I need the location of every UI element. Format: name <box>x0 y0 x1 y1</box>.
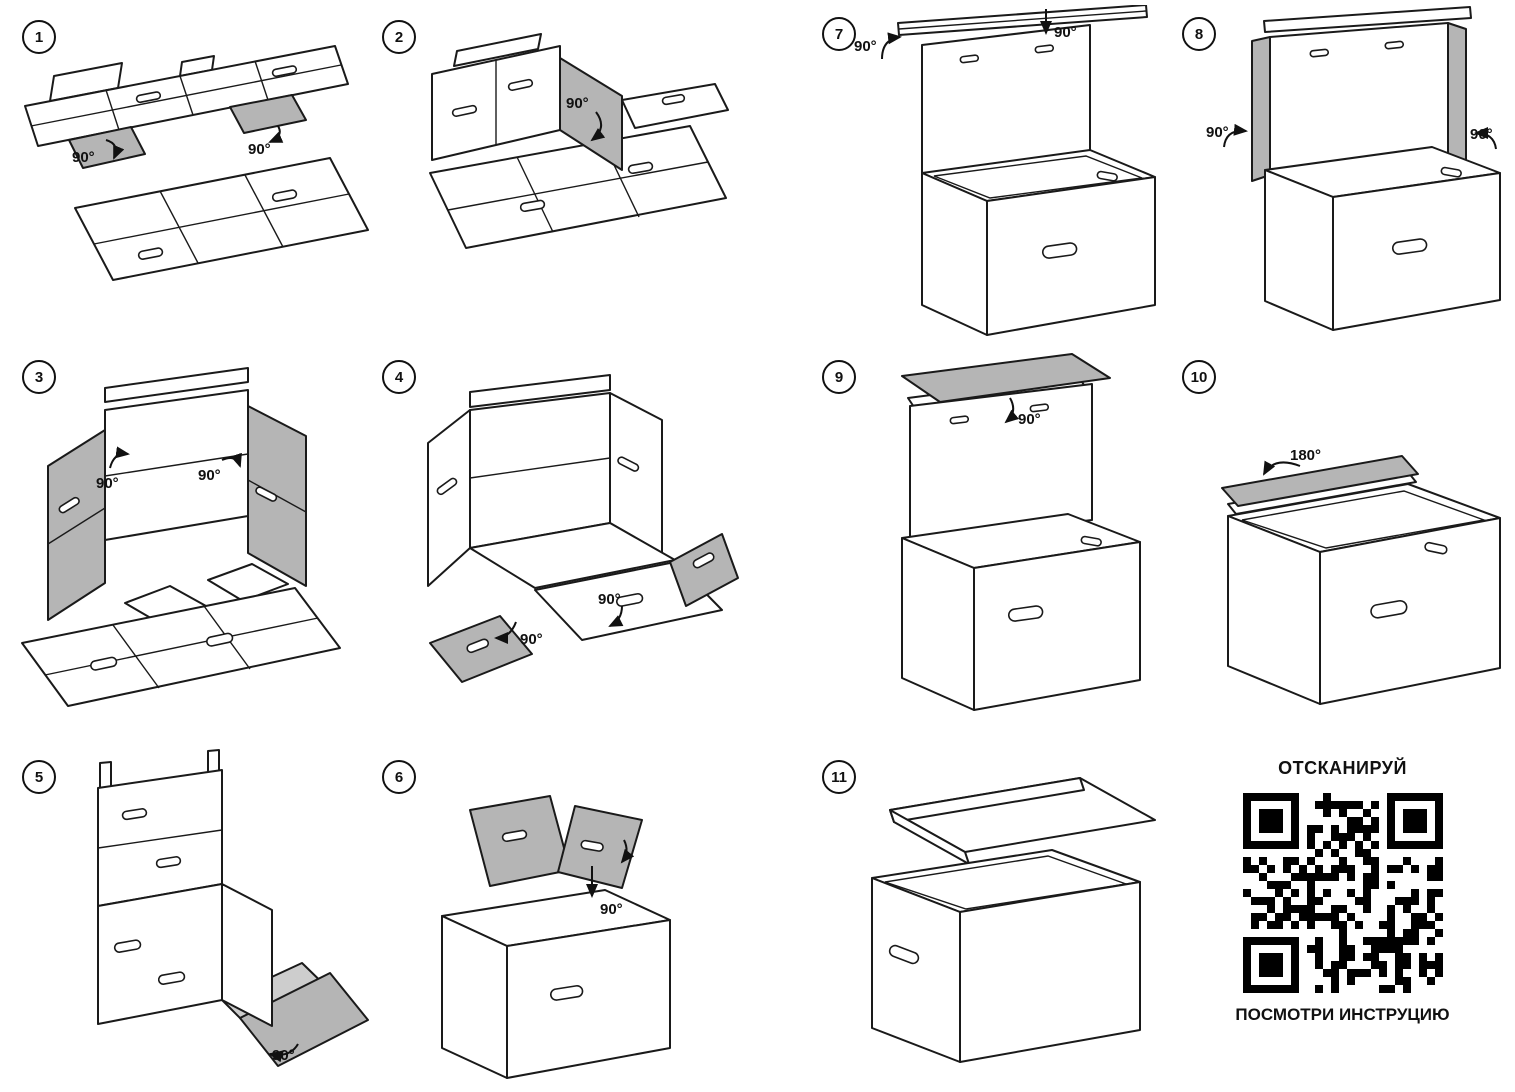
step-4-illustration: 90° 90° <box>427 374 739 683</box>
qr-section: ОТСКАНИРУЙ ПОСМОТРИ ИНСТРУЦИЮ <box>1170 758 1515 1088</box>
step-6: 6 90° <box>370 748 740 1088</box>
step-4: 4 90° 90° <box>370 348 740 740</box>
step-10: 10 180° <box>1170 348 1515 740</box>
step-number-badge: 11 <box>822 760 856 794</box>
angle-label: 90° <box>1470 126 1493 143</box>
step-number: 9 <box>834 368 844 386</box>
step-number-badge: 5 <box>22 760 56 794</box>
step-2-illustration: 90° <box>429 33 729 249</box>
step-number: 6 <box>394 768 404 786</box>
angle-label: 90° <box>854 38 877 55</box>
step-5-illustration: 90° <box>97 749 369 1067</box>
step-number-badge: 7 <box>822 17 856 51</box>
step-9: 9 90° <box>810 348 1170 740</box>
angle-label: 90° <box>1054 24 1077 41</box>
step-number-badge: 8 <box>1182 17 1216 51</box>
angle-label: 180° <box>1290 447 1321 464</box>
step-11: 11 <box>810 748 1170 1088</box>
step-number: 1 <box>34 28 44 46</box>
step-number-badge: 9 <box>822 360 856 394</box>
angle-label: 90° <box>520 631 543 648</box>
qr-caption: ПОСМОТРИ ИНСТРУЦИЮ <box>1235 1005 1450 1024</box>
step-number-badge: 1 <box>22 20 56 54</box>
step-7-illustration: 90° 90° <box>854 5 1156 336</box>
step-number: 3 <box>34 368 44 386</box>
qr-title: ОТСКАНИРУЙ <box>1278 758 1407 778</box>
angle-label: 90° <box>72 149 95 166</box>
step-number: 10 <box>1190 368 1208 386</box>
step-number-badge: 2 <box>382 20 416 54</box>
angle-label: 90° <box>566 95 589 112</box>
step-9-illustration: 90° <box>901 353 1141 711</box>
angle-label: 90° <box>248 141 271 158</box>
qr-code <box>1242 793 1443 993</box>
step-number: 8 <box>1194 25 1204 43</box>
step-6-illustration: 90° <box>441 795 671 1079</box>
step-5: 5 90° <box>10 748 370 1088</box>
step-2: 2 90° <box>370 8 740 343</box>
step-number-badge: 6 <box>382 760 416 794</box>
angle-label: 90° <box>598 591 621 608</box>
step-8: 8 90° 90° <box>1170 5 1515 345</box>
step-number: 5 <box>34 768 44 786</box>
step-number-badge: 4 <box>382 360 416 394</box>
angle-label: 90° <box>272 1047 295 1064</box>
step-number: 4 <box>394 368 404 386</box>
step-11-illustration <box>871 777 1156 1063</box>
step-10-illustration: 180° <box>1221 447 1501 705</box>
angle-label: 90° <box>198 467 221 484</box>
step-number-badge: 10 <box>1182 360 1216 394</box>
angle-label: 90° <box>1018 411 1041 428</box>
angle-label: 90° <box>1206 124 1229 141</box>
step-8-illustration: 90° 90° <box>1206 6 1501 331</box>
step-3: 3 90° 90° <box>10 348 370 740</box>
step-1-illustration: 90° 90° <box>24 45 369 281</box>
angle-label: 90° <box>600 901 623 918</box>
angle-label: 90° <box>96 475 119 492</box>
step-7: 7 90° 90° <box>810 5 1170 345</box>
step-number: 2 <box>394 28 404 46</box>
step-1: 1 90° 90° <box>10 8 370 343</box>
step-3-illustration: 90° 90° <box>21 367 341 707</box>
step-number: 7 <box>834 25 844 43</box>
step-number: 11 <box>831 768 847 786</box>
step-number-badge: 3 <box>22 360 56 394</box>
